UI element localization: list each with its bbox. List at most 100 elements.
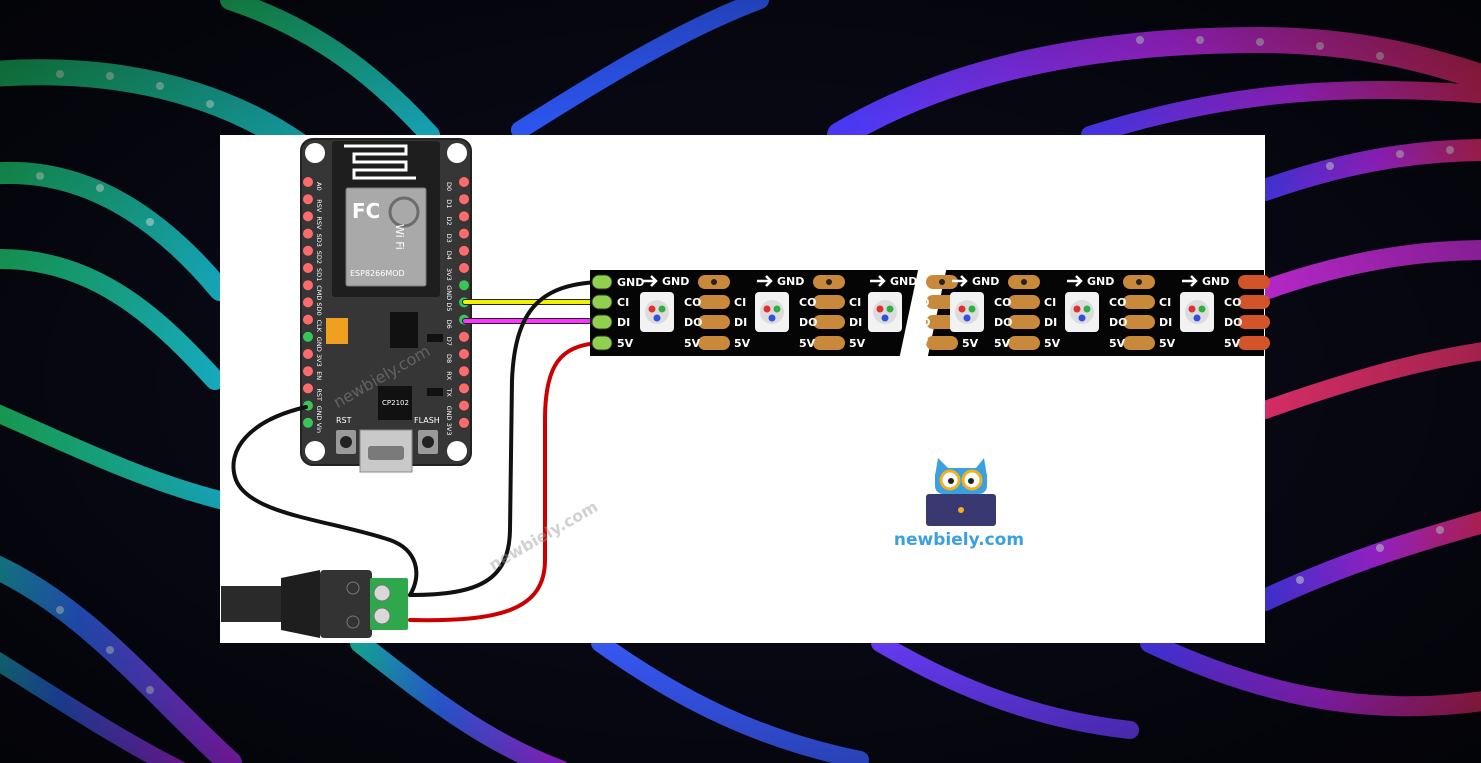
left-pin	[303, 349, 313, 359]
right-pin-label: 3V3	[445, 423, 453, 436]
left-pin	[303, 417, 313, 428]
led-blue	[963, 314, 971, 322]
terminal-screw[interactable]	[373, 607, 391, 625]
jack-plug	[221, 586, 281, 622]
left-pin-label: EN	[315, 371, 323, 380]
strip-in-label: CI	[849, 296, 861, 309]
left-pin-label: RSV	[315, 199, 323, 213]
strip-in-label: 5V	[1159, 337, 1176, 350]
strip-out-label: CO	[994, 296, 1011, 309]
left-pin	[303, 331, 313, 342]
left-pin-label: RSV	[315, 216, 323, 230]
strip-solder-pad	[1238, 315, 1270, 329]
owl-pupil-icon	[968, 478, 974, 484]
led-red	[763, 305, 771, 313]
left-pin	[303, 383, 313, 394]
strip-solder-pad	[1008, 295, 1040, 309]
strip-in-label: 5V	[734, 337, 751, 350]
strip-solder-pad	[1238, 275, 1270, 289]
left-pin-label: RST	[315, 388, 323, 401]
right-pin	[459, 280, 469, 291]
data-arrow-icon	[1182, 275, 1198, 287]
rst-button-cap	[340, 436, 352, 448]
strip-solder-pad	[1238, 336, 1270, 350]
led-green	[968, 305, 976, 313]
micro-usb-opening	[368, 446, 404, 460]
strip-out-label: DO	[1109, 316, 1127, 329]
right-pin	[459, 366, 469, 377]
strip-cell-label: GND	[890, 275, 917, 288]
strip-input-label: CI	[617, 296, 629, 309]
left-pin	[303, 194, 313, 205]
strip-solder-pad	[813, 336, 845, 350]
strip-out-label: DO	[799, 316, 817, 329]
jack-collar	[281, 570, 320, 638]
strip-solder-pad	[698, 315, 730, 329]
left-pin	[303, 245, 313, 256]
jack-plus-mark	[346, 615, 360, 629]
strip-solder-pad	[926, 336, 958, 350]
flash-button-cap	[422, 436, 434, 448]
left-pin	[303, 314, 313, 325]
right-pin-label: D6	[445, 320, 453, 329]
module-model: ESP8266MOD	[350, 269, 405, 278]
left-pin-label: Vin	[315, 423, 323, 433]
left-pin-label: SD3	[315, 234, 323, 247]
led-green	[886, 305, 894, 313]
led-red	[1188, 305, 1196, 313]
jack-minus-mark	[346, 581, 360, 595]
terminal-screw[interactable]	[373, 584, 391, 602]
right-pin	[459, 349, 469, 359]
left-pin-label: CLK	[315, 320, 323, 333]
newbiely-logo: newbiely.com	[894, 458, 1024, 550]
data-arrow-icon	[757, 275, 773, 287]
rst-label: RST	[336, 416, 352, 425]
right-pin-label: GND	[445, 285, 453, 300]
strip-input-pad	[591, 274, 613, 290]
mount-hole	[447, 441, 467, 461]
data-arrow-icon	[870, 275, 886, 287]
strip-out-label: CO	[912, 296, 929, 309]
left-pin-label: A0	[315, 182, 323, 191]
usb-uart-chip	[378, 386, 412, 420]
left-pin-header: A0RSVRSVSD3SD2SD1CMDSD0CLKGND3V3ENRSTGND…	[303, 177, 323, 433]
strip-out-label: 5V	[684, 337, 701, 350]
smd-part	[427, 388, 443, 396]
strip-solder-pad	[698, 336, 730, 350]
left-pin	[303, 211, 313, 222]
strip-solder-pad	[1123, 336, 1155, 350]
right-pin-label: D3	[445, 234, 453, 243]
right-pin-label: GND	[445, 406, 453, 421]
strip-input-label: 5V	[617, 337, 634, 350]
left-pin-label: GND	[315, 406, 323, 421]
strip-in-label: DI	[734, 316, 747, 329]
right-pin	[459, 417, 469, 428]
strip-input-label: DI	[617, 316, 630, 329]
data-arrow-icon	[642, 275, 658, 287]
left-pin-label: SD1	[315, 268, 323, 281]
led-green	[1083, 305, 1091, 313]
strip-in-label: CI	[734, 296, 746, 309]
flash-label: FLASH	[414, 416, 440, 425]
owl-pupil-icon	[948, 478, 954, 484]
led-blue	[653, 314, 661, 322]
right-pin-label: RX	[445, 371, 453, 381]
strip-in-label: CI	[1044, 296, 1056, 309]
strip-solder-pad	[1123, 295, 1155, 309]
strip-led-cells: GNDCOCIDODI5V5VGNDCOCIDODI5V5VGNDCOCIDOD…	[640, 275, 1270, 350]
strip-cell-label: GND	[1202, 275, 1229, 288]
left-pin	[303, 297, 313, 308]
mount-hole	[447, 143, 467, 163]
left-pin-label: GND	[315, 337, 323, 352]
strip-input-pad	[591, 314, 613, 330]
wire-5v-strip	[408, 341, 600, 623]
right-pin-label: D5	[445, 302, 453, 311]
module-shield	[345, 187, 427, 287]
strip-out-label: 5V	[994, 337, 1011, 350]
right-pin	[459, 228, 469, 239]
antenna-trace	[344, 144, 416, 180]
wire-gnd-board	[231, 405, 419, 597]
strip-out-label: 5V	[799, 337, 816, 350]
